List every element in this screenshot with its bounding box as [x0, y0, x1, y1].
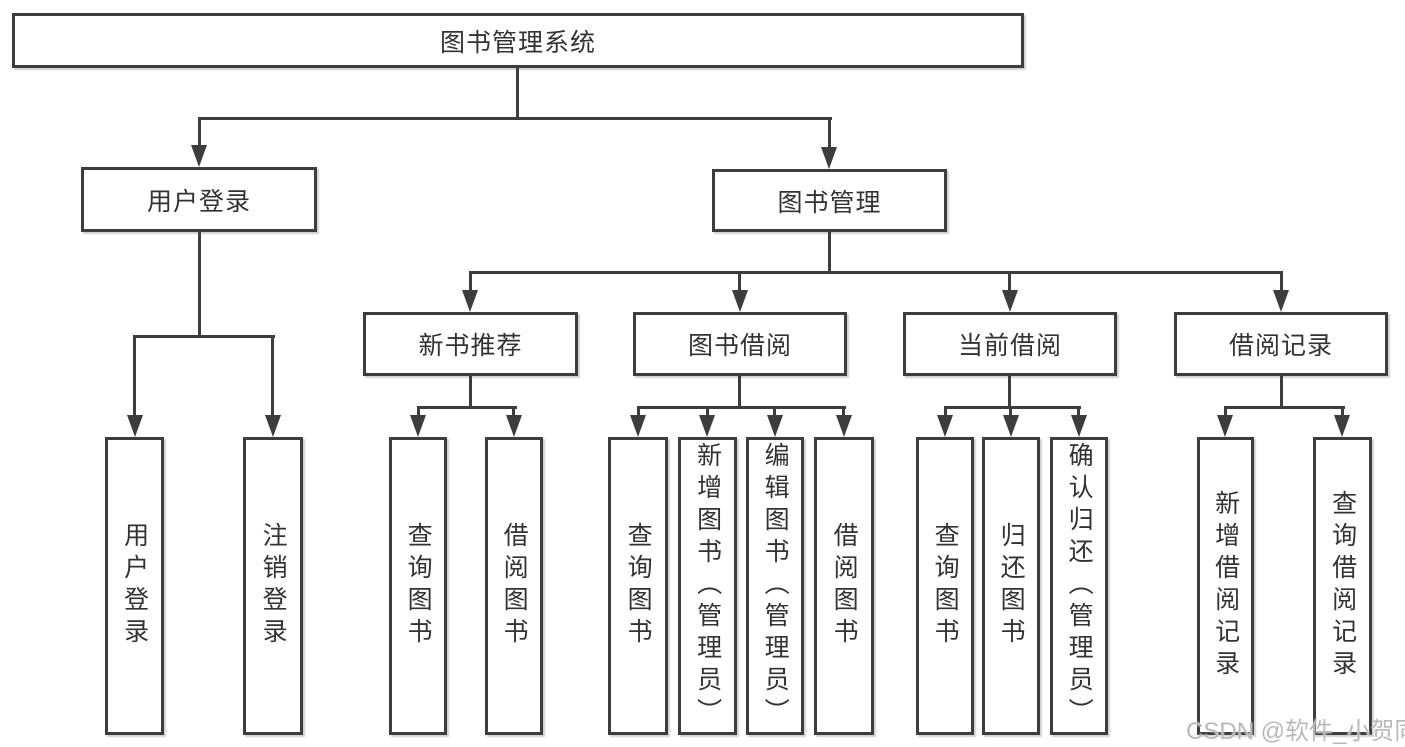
leaf-user-login: 用户登录 [105, 437, 164, 735]
connector-vline [738, 271, 741, 293]
connector-vline [469, 271, 472, 293]
connector-arrowhead [630, 415, 646, 437]
leaf-logout: 注销登录 [243, 437, 303, 735]
leaf-label: 用户登录 [120, 522, 149, 650]
leaf-borrow-book: 借阅图书 [814, 437, 874, 735]
connector-vline [133, 335, 136, 416]
connector-vline [1077, 406, 1080, 418]
connector-hline [1224, 406, 1345, 409]
connector-vline [706, 406, 709, 418]
node-label: 当前借阅 [957, 332, 1062, 360]
leaf-add-book-admin: 新增图书（管理员） [678, 437, 737, 735]
connector-arrowhead [1071, 415, 1087, 437]
leaf-label: 编辑图书（管理员） [761, 442, 790, 730]
connector-vline [1008, 376, 1011, 409]
leaf-label: 查询借阅记录 [1328, 490, 1357, 682]
connector-arrowhead [410, 415, 426, 437]
connector-arrowhead [767, 415, 783, 437]
leaf-label: 查询图书 [624, 522, 653, 650]
connector-hline [637, 406, 846, 409]
node-library-system: 图书管理系统 [12, 13, 1024, 68]
connector-vline [1009, 406, 1012, 418]
leaf-label: 查询图书 [404, 522, 433, 650]
connector-arrowhead [937, 415, 953, 437]
connector-arrowhead [1002, 290, 1018, 312]
node-label: 用户登录 [146, 187, 251, 216]
node-user-login: 用户登录 [81, 167, 317, 232]
leaf-label: 确认归还（管理员） [1065, 442, 1094, 730]
connector-arrowhead [191, 145, 207, 167]
leaf-edit-book-admin: 编辑图书（管理员） [746, 437, 804, 735]
connector-vline [512, 406, 515, 418]
connector-vline [1008, 271, 1011, 293]
connector-vline [271, 335, 274, 416]
node-new-book-recommend: 新书推荐 [363, 312, 578, 376]
connector-arrowhead [699, 415, 715, 437]
connector-arrowhead [265, 415, 281, 437]
leaf-query-books-current: 查询图书 [916, 437, 974, 735]
connector-arrowhead [462, 290, 478, 312]
leaf-query-books-borrow: 查询图书 [608, 437, 668, 735]
node-label: 新书推荐 [418, 332, 523, 360]
leaf-label: 新增图书（管理员） [693, 442, 722, 730]
leaf-label: 借阅图书 [500, 522, 529, 650]
node-label: 图书管理 [777, 188, 882, 217]
connector-arrowhead [1334, 415, 1350, 437]
connector-hline [469, 271, 1283, 274]
node-label: 借阅记录 [1228, 332, 1333, 360]
connector-arrowhead [1273, 290, 1289, 312]
connector-vline [773, 406, 776, 418]
connector-vline [1280, 376, 1283, 409]
leaf-label: 注销登录 [259, 522, 288, 650]
connector-vline [198, 232, 201, 338]
leaf-add-borrow-record: 新增借阅记录 [1197, 437, 1254, 735]
connector-arrowhead [127, 415, 143, 437]
connector-arrowhead [1003, 415, 1019, 437]
connector-hline [198, 117, 832, 120]
leaf-query-borrow-record: 查询借阅记录 [1313, 437, 1372, 735]
node-label: 图书借阅 [687, 332, 792, 360]
csdn-watermark: CSDN @软件_小贺同学 [1186, 718, 1405, 745]
leaf-query-books-recommend: 查询图书 [389, 437, 447, 735]
connector-arrowhead [506, 415, 522, 437]
leaf-borrow-book-recommend: 借阅图书 [485, 437, 543, 735]
node-current-borrow: 当前借阅 [903, 312, 1117, 376]
connector-arrowhead [1217, 415, 1233, 437]
connector-arrowhead [836, 415, 852, 437]
connector-vline [944, 406, 947, 418]
connector-vline [516, 68, 519, 118]
leaf-label: 查询图书 [931, 522, 960, 650]
connector-vline [1280, 271, 1283, 293]
leaf-label: 新增借阅记录 [1211, 490, 1240, 682]
leaf-label: 借阅图书 [830, 522, 859, 650]
connector-vline [738, 376, 741, 409]
connector-vline [828, 232, 831, 274]
leaf-return-book: 归还图书 [982, 437, 1040, 735]
connector-hline [417, 406, 517, 409]
connector-vline [828, 117, 831, 149]
connector-arrowhead [821, 147, 837, 169]
connector-vline [842, 406, 845, 418]
leaf-confirm-return-admin: 确认归还（管理员） [1050, 437, 1108, 735]
connector-hline [944, 406, 1081, 409]
connector-vline [1224, 406, 1227, 418]
node-borrow-records: 借阅记录 [1174, 312, 1388, 376]
connector-vline [198, 117, 201, 147]
connector-arrowhead [732, 290, 748, 312]
node-book-management: 图书管理 [712, 169, 947, 232]
connector-hline [133, 335, 275, 338]
node-label: 图书管理系统 [439, 28, 596, 57]
connector-vline [1341, 406, 1344, 418]
connector-vline [417, 406, 420, 418]
leaf-label: 归还图书 [997, 522, 1026, 650]
node-book-borrow: 图书借阅 [633, 312, 847, 376]
connector-vline [637, 406, 640, 418]
connector-vline [469, 376, 472, 409]
